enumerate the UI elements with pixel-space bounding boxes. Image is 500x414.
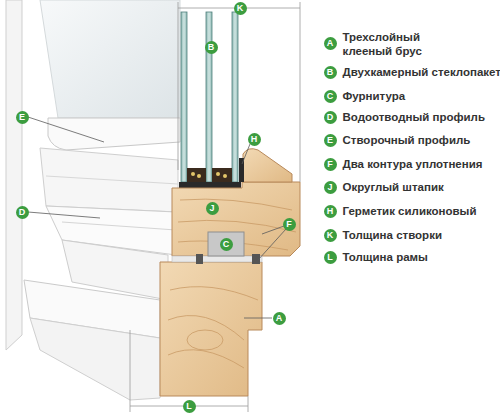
- leader-line: [244, 318, 272, 319]
- callout-letter: A: [327, 38, 334, 48]
- callout-letter: J: [327, 182, 332, 192]
- callout-circle: B: [324, 66, 337, 79]
- glass-pane: [206, 12, 212, 182]
- callout-circle: J: [206, 202, 219, 215]
- callout-letter: L: [327, 252, 333, 262]
- callout-circle: A: [324, 37, 337, 50]
- dimension-line: [300, 2, 301, 182]
- desiccant: [197, 174, 201, 178]
- callout-circle: K: [324, 229, 337, 242]
- callout-circle: L: [324, 251, 337, 264]
- callout-letter: J: [209, 203, 214, 213]
- glass-pane: [181, 12, 187, 182]
- desiccant: [216, 172, 220, 176]
- groove-line: [46, 176, 178, 184]
- callout-letter: C: [223, 239, 230, 249]
- key-description: Трехслойный клееный брус: [343, 30, 443, 58]
- dimension-line: [248, 396, 249, 412]
- desiccant: [191, 172, 195, 176]
- callout-letter: E: [19, 112, 25, 122]
- callout-letter: B: [327, 67, 334, 77]
- callout-circle: D: [16, 206, 29, 219]
- leader-line: [258, 229, 286, 260]
- callout-letter: H: [251, 134, 258, 144]
- callout-circle: L: [183, 400, 196, 413]
- callout-circle: C: [220, 238, 233, 251]
- key-description: Водоотводный профиль: [343, 110, 500, 124]
- wood-grain: [168, 316, 244, 341]
- key-description: Толщина створки: [343, 228, 500, 242]
- leader-line: [242, 144, 250, 164]
- key-description: Створочный профиль: [343, 133, 500, 147]
- callout-circle: H: [324, 205, 337, 218]
- sash-profile: [48, 118, 180, 150]
- callout-circle: H: [248, 133, 261, 146]
- callout-letter: D: [19, 207, 26, 217]
- key-description: Два контура уплотнения: [343, 157, 500, 171]
- leader-line: [262, 226, 284, 234]
- callout-letter: A: [276, 313, 283, 323]
- leader-line: [28, 212, 100, 218]
- callout-circle: K: [234, 2, 247, 15]
- gap: [172, 256, 262, 262]
- spacer: [212, 168, 232, 182]
- callout-letter: L: [186, 401, 192, 411]
- callout-letter: F: [327, 159, 333, 169]
- sash-cladding: [40, 148, 178, 212]
- glass-view: [40, 0, 180, 118]
- callout-letter: F: [286, 219, 292, 229]
- wood-frame: [160, 262, 262, 396]
- spacer: [187, 168, 206, 182]
- dimension-line: [178, 2, 179, 170]
- callout-circle: D: [324, 111, 337, 124]
- callout-circle: B: [205, 41, 218, 54]
- wood-sash: [172, 182, 300, 256]
- callout-circle: F: [324, 158, 337, 171]
- dimension-line: [130, 330, 131, 412]
- wood-grain: [180, 199, 292, 210]
- callout-letter: K: [327, 230, 334, 240]
- wood-grain: [187, 330, 223, 350]
- callout-circle: F: [283, 218, 296, 231]
- key-description: Округлый штапик: [343, 180, 500, 194]
- frame-strip: [6, 0, 22, 350]
- sealant: [179, 182, 241, 188]
- callout-letter: B: [208, 42, 215, 52]
- key-description: Двухкамерный стеклопакет: [343, 65, 500, 79]
- callout-circle: A: [273, 312, 286, 325]
- groove-line: [62, 222, 176, 230]
- key-description: Толщина рамы: [343, 250, 500, 264]
- wood-grain: [170, 287, 258, 300]
- callout-letter: D: [327, 112, 334, 122]
- callout-letter: K: [237, 3, 244, 13]
- key-description: Герметик силиконовый: [343, 204, 500, 218]
- callout-circle: J: [324, 181, 337, 194]
- callout-letter: H: [327, 206, 334, 216]
- callout-circle: E: [324, 134, 337, 147]
- hardware: [208, 232, 244, 256]
- frame-cladding: [30, 318, 160, 400]
- key-description: Фурнитура: [343, 89, 500, 103]
- callout-circle: E: [16, 111, 29, 124]
- glass-pane: [232, 12, 238, 182]
- leader-line: [28, 117, 104, 142]
- wood-grain: [178, 220, 296, 232]
- desiccant: [223, 174, 227, 178]
- callout-letter: E: [327, 135, 333, 145]
- glazing-bead: [243, 149, 292, 182]
- wood-grain: [168, 350, 244, 368]
- callout-circle: C: [324, 90, 337, 103]
- callout-letter: C: [327, 91, 334, 101]
- seal: [196, 254, 203, 264]
